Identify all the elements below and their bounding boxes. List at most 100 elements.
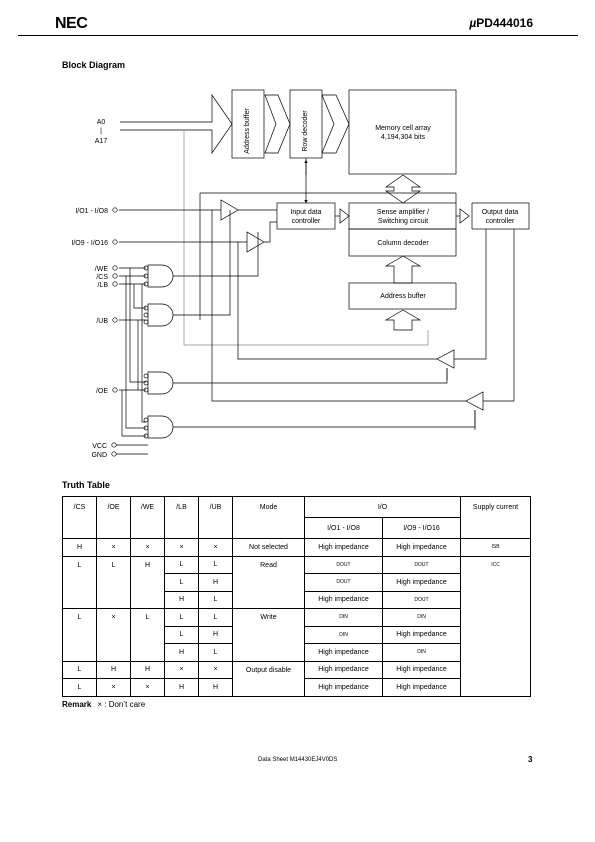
table-row: H L High impedance DIN	[63, 643, 531, 662]
cell-ub: H	[198, 625, 233, 644]
input-ctrl-label-2: controller	[292, 218, 321, 225]
pin-io1-8: I/O1 - I/O8	[75, 208, 108, 215]
cell-we: H	[130, 555, 165, 609]
table-row: L H DIN High impedance	[63, 625, 531, 644]
pin-cs: /CS	[96, 274, 108, 281]
cell-io9: High impedance	[382, 625, 461, 644]
cell-ub: L	[198, 608, 233, 627]
block-diagram-title: Block Diagram	[62, 60, 126, 70]
cell-io9: DOUT	[382, 555, 461, 574]
cell-we: ×	[130, 538, 165, 557]
and-gate-1	[147, 264, 174, 288]
cell-cs: L	[62, 678, 97, 697]
cell-io9: High impedance	[382, 538, 461, 557]
part-number: µPD444016	[469, 16, 533, 30]
cell-mode: Write	[232, 608, 305, 662]
cell-supply: ICC	[460, 555, 531, 697]
cell-we: ×	[130, 678, 165, 697]
output-ctrl-label-2: controller	[486, 218, 515, 225]
header-rule	[18, 35, 578, 36]
and-gate-4	[147, 415, 174, 439]
table-subheader-row: I/O1 - I/O8 I/O9 - I/O16	[63, 517, 531, 539]
cell-we: H	[130, 660, 165, 679]
bus-arrow-from-lower-address	[384, 309, 422, 331]
cell-mode: Not selected	[232, 538, 305, 557]
pin-we: /WE	[95, 266, 109, 273]
cell-cs: L	[62, 555, 97, 609]
table-row: L × × H H High impedance High impedance	[62, 678, 531, 697]
output-ctrl-label-1: Output data	[482, 209, 519, 216]
cell-io1: High impedance	[304, 590, 383, 609]
cell-cs: L	[62, 660, 97, 679]
sense-amplifier-box	[348, 202, 457, 230]
header-io: I/O	[304, 496, 461, 518]
cell-oe: ×	[96, 608, 131, 662]
bus-arrow-into-sense-amp	[339, 208, 350, 224]
pin-circles	[111, 207, 118, 457]
cell-oe: ×	[96, 538, 131, 557]
address-bus-arrow	[120, 93, 233, 155]
sense-amp-label-2: Switching circuit	[378, 218, 428, 225]
cell-oe: H	[96, 660, 131, 679]
cell-io9: High impedance	[382, 573, 461, 592]
cell-oe: L	[96, 555, 131, 609]
pin-ub: /UB	[96, 318, 108, 325]
cell-lb: H	[164, 590, 199, 609]
block-diagram: Address buffer Row decoder Memory cell a…	[71, 89, 530, 459]
pin-a-separator: |	[100, 128, 102, 135]
pin-gnd: GND	[91, 452, 107, 459]
and-gate-3	[147, 371, 174, 395]
cell-oe: ×	[96, 678, 131, 697]
pin-io9-16: I/O9 - I/O16	[71, 240, 108, 247]
cell-io1: DOUT	[304, 573, 383, 592]
output-buffer-1	[436, 349, 455, 369]
header-mode: Mode	[232, 496, 305, 539]
cell-mode: Output disable	[232, 660, 305, 697]
pin-a0: A0	[97, 119, 106, 126]
memory-label-1: Memory cell array	[375, 125, 431, 132]
header-oe: /OE	[96, 496, 131, 539]
micro-prefix: µ	[469, 16, 477, 30]
part-number-text: PD444016	[476, 16, 533, 30]
cell-lb: L	[164, 625, 199, 644]
cell-we: L	[130, 608, 165, 662]
nec-logo: NEC	[55, 15, 88, 32]
bus-arrow-to-column-decoder	[384, 255, 422, 284]
and-gate-2	[147, 303, 174, 327]
cell-ub: H	[198, 678, 233, 697]
cell-io1: DIN	[304, 608, 383, 627]
inverter-bubbles	[143, 265, 149, 439]
cell-io9: High impedance	[382, 678, 461, 697]
cell-ub: L	[198, 590, 233, 609]
row-decoder-label: Row decoder	[302, 110, 309, 152]
remark-text: × : Don’t care	[97, 700, 146, 709]
address-buffer-bottom-label: Address buffer	[380, 293, 426, 300]
output-buffer-2	[465, 391, 484, 411]
cell-ub: H	[198, 573, 233, 592]
bidirectional-bus-arrow	[384, 174, 422, 204]
remark: Remark× : Don’t care	[62, 700, 145, 709]
cell-io1: High impedance	[304, 538, 383, 557]
truth-table: /CS /OE /WE /LB /UB Mode I/O Supply curr…	[62, 496, 531, 697]
cell-io9: DOUT	[382, 590, 461, 609]
memory-cell-array-box	[348, 89, 457, 175]
cell-io9: DIN	[382, 643, 461, 662]
bus-arrow-to-memory	[321, 94, 350, 154]
output-data-controller-box	[471, 202, 530, 230]
table-header-row: /CS /OE /WE /LB /UB Mode I/O Supply curr…	[62, 496, 531, 539]
cell-ub: L	[198, 555, 233, 574]
table-row: H × × × × Not selected High impedance Hi…	[62, 538, 531, 557]
header-supply: Supply current	[460, 496, 531, 539]
cell-mode: Read	[232, 555, 305, 609]
cell-lb: ×	[164, 660, 199, 679]
cell-ub: L	[198, 643, 233, 662]
cell-lb: L	[164, 608, 199, 627]
input-data-controller-box	[276, 202, 336, 230]
input-buffer-2	[246, 231, 265, 253]
header-io1: I/O1 - I/O8	[304, 517, 383, 539]
pin-oe: /OE	[96, 388, 108, 395]
sense-amp-label-1: Sense amplifier /	[377, 209, 429, 216]
cell-io9: DIN	[382, 608, 461, 627]
cell-ub: ×	[198, 538, 233, 557]
memory-label-2: 4,194,304 bits	[381, 134, 425, 141]
